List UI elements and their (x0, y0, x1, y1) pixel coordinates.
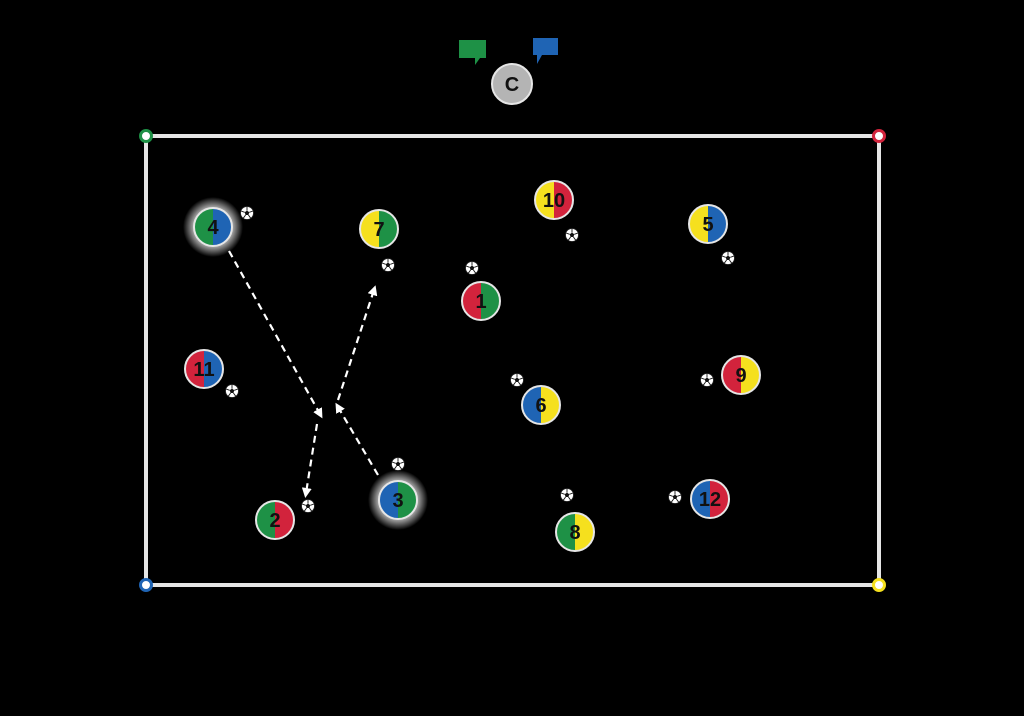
pitch-boundary (144, 134, 881, 587)
player-color-right (398, 481, 417, 519)
corner-markers (139, 129, 886, 592)
player-number: 7 (373, 219, 384, 241)
corner-marker-top-left (139, 129, 153, 143)
player-number: 5 (702, 214, 713, 236)
player-number: 8 (569, 522, 580, 544)
player-color-right (708, 205, 727, 243)
player-11[interactable]: 11 (184, 349, 224, 389)
player-color-right (741, 356, 760, 394)
player-color-left (185, 350, 204, 388)
player-number: 1 (475, 291, 486, 313)
coach-group: C (459, 38, 558, 105)
soccer-ball-icon (510, 373, 524, 387)
player-color-right (575, 513, 594, 551)
player-color-left (722, 356, 741, 394)
player-ring (378, 480, 418, 520)
player-ring (555, 512, 595, 552)
player-9[interactable]: 9 (721, 355, 761, 395)
soccer-ball-icon (465, 261, 479, 275)
player-color-left (691, 480, 710, 518)
player-color-right (481, 282, 500, 320)
player-ring (359, 209, 399, 249)
corner-marker-bottom-left (139, 578, 153, 592)
player-color-right (204, 350, 223, 388)
corner-marker-top-right (872, 129, 886, 143)
run-arrow-player-4 (228, 250, 323, 419)
player-4[interactable]: 4 (183, 197, 243, 257)
player-7[interactable]: 7 (359, 209, 399, 249)
soccer-ball-icon (721, 251, 735, 265)
player-6[interactable]: 6 (521, 385, 561, 425)
movement-arrows (228, 250, 379, 498)
player-number: 4 (207, 217, 219, 239)
player-color-left (535, 181, 554, 219)
soccer-ball-icon (240, 206, 254, 220)
speech-bubble-green-icon (459, 40, 486, 65)
player-ring (184, 349, 224, 389)
speech-bubble-blue-icon (533, 38, 558, 64)
soccer-ball-icon (225, 384, 239, 398)
player-color-left (556, 513, 575, 551)
player-number: 6 (535, 395, 546, 417)
soccer-ball-icon (700, 373, 714, 387)
player-ring (688, 204, 728, 244)
player-10[interactable]: 10 (534, 180, 574, 220)
player-color-right (554, 181, 573, 219)
player-color-left (256, 501, 275, 539)
soccer-ball-icon (381, 258, 395, 272)
player-number: 9 (735, 365, 746, 387)
player-number: 12 (699, 489, 721, 511)
balls (225, 206, 735, 513)
player-ring (461, 281, 501, 321)
coach-label: C (505, 74, 519, 96)
player-color-right (541, 386, 560, 424)
player-3[interactable]: 3 (368, 470, 428, 530)
soccer-ball-icon (301, 499, 315, 513)
player-ring (255, 500, 295, 540)
player-color-left (379, 481, 398, 519)
player-12[interactable]: 12 (690, 479, 730, 519)
player-ring (534, 180, 574, 220)
player-number: 10 (543, 190, 565, 212)
player-5[interactable]: 5 (688, 204, 728, 244)
run-arrow-player-3 (335, 402, 379, 476)
soccer-ball-icon (391, 457, 405, 471)
player-number: 11 (193, 359, 214, 381)
player-8[interactable]: 8 (555, 512, 595, 552)
player-color-right (710, 480, 729, 518)
soccer-ball-icon (565, 228, 579, 242)
player-color-right (275, 501, 294, 539)
player-2[interactable]: 2 (255, 500, 295, 540)
player-color-left (360, 210, 379, 248)
corner-marker-bottom-right (872, 578, 886, 592)
soccer-ball-icon (560, 488, 574, 502)
player-color-left (522, 386, 541, 424)
player-number: 3 (392, 490, 403, 512)
player-color-right (379, 210, 398, 248)
pass-arrow-down (301, 423, 319, 498)
player-color-left (462, 282, 481, 320)
player-ring (521, 385, 561, 425)
pass-arrow-up (336, 285, 378, 401)
player-ring (721, 355, 761, 395)
soccer-ball-icon (668, 490, 682, 504)
player-ring (193, 207, 233, 247)
player-color-right (213, 208, 232, 246)
player-ring (690, 479, 730, 519)
player-color-left (194, 208, 213, 246)
player-1[interactable]: 1 (461, 281, 501, 321)
player-number: 2 (269, 510, 280, 532)
player-color-left (689, 205, 708, 243)
coach-marker[interactable] (491, 63, 533, 105)
